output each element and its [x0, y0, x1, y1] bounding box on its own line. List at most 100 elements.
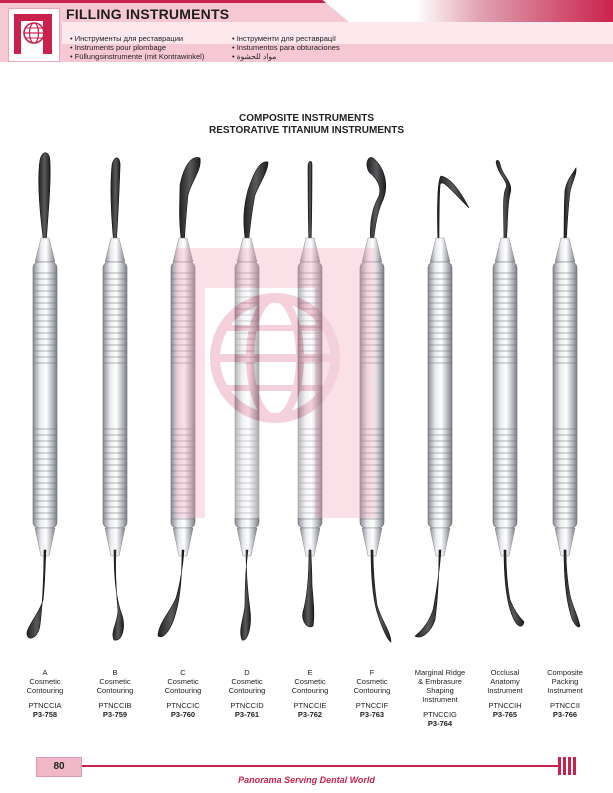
instrument-collar-top: [429, 237, 451, 263]
instrument-illustrations: [26, 152, 581, 643]
instrument-grip-bottom: [360, 425, 384, 520]
caption-desc1: Occlusal: [490, 668, 520, 677]
instrument-collar-bottom: [236, 527, 258, 557]
instrument-collar-top: [361, 237, 383, 263]
caption-desc2: & Embrasure: [418, 677, 462, 686]
instrument-tip-top: [495, 159, 512, 246]
instrument-collar-bottom: [299, 527, 321, 557]
caption-desc1: Cosmetic: [167, 677, 199, 686]
catalog-number: P3-763: [359, 710, 385, 719]
instrument-collar-top: [494, 237, 516, 263]
instrument-grip-top: [298, 270, 322, 365]
instrument-grip-bottom: [428, 425, 452, 520]
catalog-number: P3-760: [170, 710, 196, 719]
page-title: FILLING INSTRUMENTS: [66, 6, 230, 22]
instrument: [297, 160, 323, 628]
instrument-tip-bottom: [302, 549, 315, 628]
brand-logo: [8, 8, 60, 62]
section-title-line1: COMPOSITE INSTRUMENTS: [238, 113, 374, 124]
instrument-collar-top: [172, 237, 194, 263]
product-code: PTNCCIC: [166, 701, 200, 710]
caption-letter: A: [42, 668, 48, 677]
instrument-tip-bottom: [414, 549, 442, 638]
page-number: 80: [36, 757, 82, 777]
watermark-logo-icon: [175, 248, 375, 518]
caption-desc2: Contouring: [96, 686, 134, 695]
instrument: [492, 159, 525, 627]
instrument-collar-top: [104, 237, 126, 263]
instrument-collar-bottom: [172, 527, 194, 557]
instrument-tip-top: [437, 175, 470, 246]
caption-desc3: Instrument: [487, 686, 523, 695]
instrument-grip-top: [171, 270, 195, 365]
product-code: PTNCCIA: [28, 701, 62, 710]
instrument-grip-top: [103, 270, 127, 365]
instrument-grip-bottom: [553, 425, 577, 520]
language-item: Instruments pour plombage: [70, 43, 204, 52]
instrument-tip-top: [563, 167, 577, 246]
instrument-grip-bottom: [33, 425, 57, 520]
section-title-line2: RESTORATIVE TITANIUM INSTRUMENTS: [209, 125, 404, 136]
instrument-tip-bottom: [157, 549, 185, 638]
instrument-grip-bottom: [493, 425, 517, 520]
caption-desc1: Cosmetic: [99, 677, 131, 686]
instrument-tip-top: [243, 161, 269, 246]
caption-desc1: Cosmetic: [231, 677, 263, 686]
catalog-number: P3-762: [297, 710, 323, 719]
caption-letter: D: [244, 668, 250, 677]
language-item: Instumentos para obturaciones: [232, 43, 340, 52]
instrument: [234, 161, 269, 641]
instrument-grip-bottom: [103, 425, 127, 520]
instrument-collar-top: [34, 237, 56, 263]
footer-tagline: Panorama Serving Dental World: [238, 775, 375, 785]
instrument-grip-bottom: [235, 425, 259, 520]
instrument-grip-top: [360, 270, 384, 365]
instrument-collar-bottom: [361, 527, 383, 557]
instrument-tip-bottom: [26, 549, 47, 639]
instrument: [552, 167, 581, 628]
language-item: مواد للحشوة: [232, 52, 340, 61]
instrument-tip-bottom: [563, 549, 581, 628]
caption-desc2: Anatomy: [490, 677, 520, 686]
caption-desc1: Cosmetic: [356, 677, 388, 686]
catalog-number: P3-759: [102, 710, 128, 719]
instrument-tip-top: [179, 157, 201, 246]
header-accent-line: [0, 0, 613, 3]
catalog-number: P3-766: [552, 710, 578, 719]
instrument-grip-top: [493, 270, 517, 365]
caption-desc4: Instrument: [422, 695, 458, 704]
instrument: [414, 175, 470, 638]
instrument-grip-top: [553, 270, 577, 365]
caption-letter: E: [307, 668, 313, 677]
product-code: PTNCCIG: [423, 710, 457, 719]
instrument-collar-bottom: [554, 527, 576, 557]
product-code: PTNCCIF: [355, 701, 389, 710]
instrument: [157, 157, 201, 638]
instrument-collar-bottom: [429, 527, 451, 557]
language-item: Инструменты для реставрации: [70, 34, 204, 43]
catalog-number: P3-761: [234, 710, 260, 719]
catalog-number: P3-758: [32, 710, 58, 719]
instrument-tip-top: [38, 152, 51, 246]
instrument-collar-bottom: [104, 527, 126, 557]
language-list-right: Інструменти для реставрації Instumentos …: [232, 34, 340, 61]
header-corner-decoration: [322, 0, 613, 22]
instrument-grip-top: [235, 270, 259, 365]
instrument-tip-bottom: [503, 549, 525, 627]
caption-desc3: Instrument: [547, 686, 583, 695]
instrument-tip-bottom: [112, 549, 124, 641]
catalog-number: P3-765: [492, 710, 518, 719]
instrument: [102, 157, 128, 641]
caption-desc2: Contouring: [291, 686, 329, 695]
instrument-collar-bottom: [34, 527, 56, 557]
instrument-tip-bottom: [240, 549, 251, 641]
product-code: PTNCCIE: [293, 701, 327, 710]
caption-desc2: Contouring: [164, 686, 202, 695]
instrument-grip-bottom: [171, 425, 195, 520]
